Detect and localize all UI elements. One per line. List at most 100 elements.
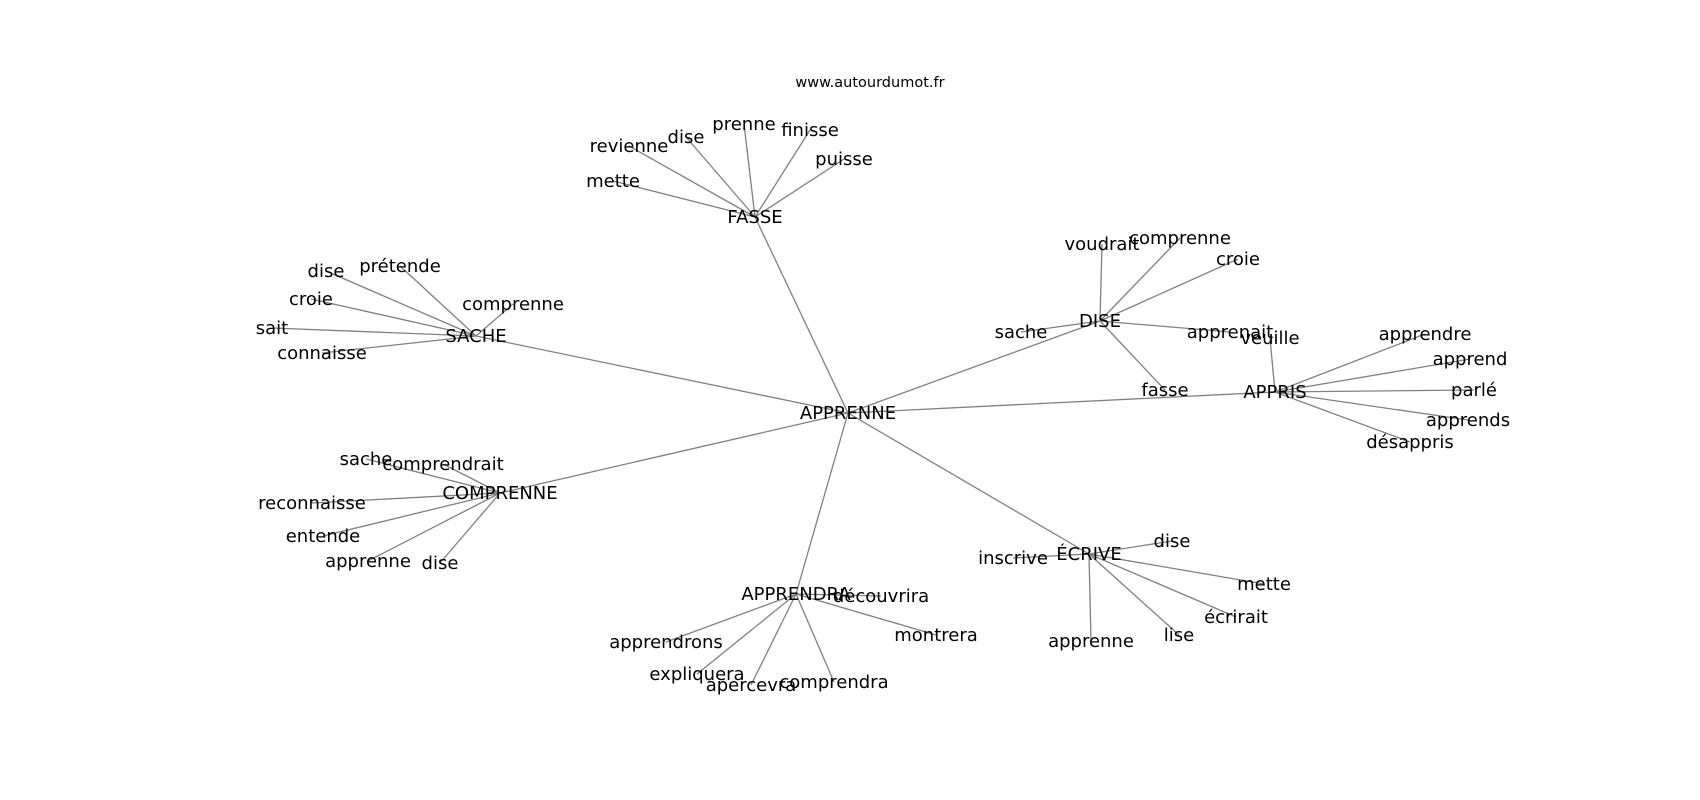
leaf-node-label: entende [286,526,361,547]
edge-hub-leaf [696,593,797,675]
edge-center-hub [795,412,849,595]
leaf-node-label: dise [308,261,345,282]
edge-hub-leaf [628,145,756,218]
leaf-node-label: écrirait [1204,607,1268,628]
leaf-node-label: inscrive [978,548,1048,569]
hub-node-label: DISE [1079,311,1121,332]
edge-hub-leaf [754,129,811,218]
edge-hub-leaf [795,593,882,597]
edge-hub-leaf [795,593,835,683]
leaf-node-label: désappris [1366,432,1454,453]
edges-layer [271,123,1475,686]
leaf-node-label: comprenne [1129,228,1231,249]
leaf-node-label: puisse [815,149,873,170]
leaf-node-label: parlé [1451,380,1497,401]
leaf-node-label: veuille [1240,328,1299,349]
hub-node-label: APPRIS [1243,382,1306,403]
leaf-node-label: mette [586,171,640,192]
hub-node-label: FASSE [727,207,782,228]
leaf-node-label: revienne [590,136,669,157]
edge-hub-leaf [1099,243,1103,322]
leaf-node-label: prenne [712,114,775,135]
edge-hub-leaf [795,593,937,636]
leaf-node-label: sache [340,449,393,470]
leaf-node-label: montrera [894,625,978,646]
leaf-node-label: apprendrons [609,632,723,653]
edge-hub-leaf [1088,540,1173,555]
edge-hub-leaf [754,158,845,218]
edge-hub-leaf [1099,320,1231,333]
leaf-node-label: dise [1154,531,1191,552]
edge-hub-leaf [1088,553,1237,618]
leaf-node-label: lise [1164,625,1194,646]
leaf-node-label: dise [668,127,705,148]
edge-center-hub [847,412,1090,555]
edge-hub-leaf [367,492,501,562]
leaf-node-label: croie [1216,249,1260,270]
leaf-node-label: apprenne [325,551,411,572]
leaf-node-label: croie [289,289,333,310]
edge-center-hub [847,320,1101,414]
leaf-node-label: finisse [781,120,839,141]
edge-hub-leaf [1012,553,1090,559]
hub-node-label: SACHE [445,326,506,347]
hub-node-label: APPRENDRA [741,584,851,605]
edge-hub-leaf [1088,553,1180,636]
leaf-node-label: connaisse [277,343,367,364]
center-node-label: APPRENNE [800,403,896,424]
leaf-node-label: fasse [1141,380,1188,401]
edge-hub-leaf [1274,391,1411,443]
leaf-node-label: apprenait [1187,322,1273,343]
leaf-node-label: apprendre [1379,324,1472,345]
leaf-node-label: prétende [359,256,441,277]
hub-node-label: COMPRENNE [442,483,557,504]
leaf-node-label: comprenne [462,294,564,315]
edge-hub-leaf [399,265,477,337]
edge-hub-leaf [439,492,501,564]
edge-hub-leaf [442,463,501,494]
edge-center-hub [847,391,1276,414]
edge-hub-leaf [1088,553,1265,585]
edge-hub-leaf [271,327,477,337]
hub-node-label: ÉCRIVE [1056,543,1121,565]
leaf-node-label: découvrira [833,586,929,607]
leaf-node-label: apprenne [1048,631,1134,652]
edge-hub-leaf [325,270,477,337]
edge-center-hub [754,216,849,414]
edge-hub-leaf [1099,320,1166,391]
edge-hub-leaf [1274,358,1471,393]
edge-hub-leaf [750,593,797,686]
source-label: www.autourdumot.fr [795,75,944,91]
edge-hub-leaf [665,593,797,643]
edge-hub-leaf [1088,553,1092,642]
edge-hub-leaf [321,335,477,354]
edge-hub-leaf [365,458,501,494]
leaf-node-label: mette [1237,574,1291,595]
leaf-node-label: comprendra [779,672,888,693]
edge-hub-leaf [1274,391,1469,421]
edge-hub-leaf [1269,337,1276,393]
edge-hub-leaf [1099,258,1239,322]
edge-hub-leaf [310,298,477,337]
leaf-node-label: dise [422,553,459,574]
leaf-node-label: apprends [1426,410,1510,431]
edge-hub-leaf [322,492,501,537]
edge-hub-leaf [612,180,756,218]
edge-center-hub [475,335,849,414]
edge-hub-leaf [475,303,514,337]
leaf-node-label: comprendrait [382,454,503,475]
edge-hub-leaf [1099,237,1181,322]
leaf-node-label: sache [995,322,1048,343]
edge-hub-leaf [311,492,501,504]
leaf-node-label: apprend [1433,349,1508,370]
edge-hub-leaf [1274,333,1426,393]
leaf-node-label: sait [256,318,288,339]
leaf-node-label: expliquera [649,664,744,685]
leaf-node-label: apercevra [706,675,797,696]
edge-center-hub [499,412,849,494]
leaf-node-label: reconnaisse [258,493,366,514]
edge-hub-leaf [1274,389,1475,393]
edge-hub-leaf [1020,320,1101,333]
